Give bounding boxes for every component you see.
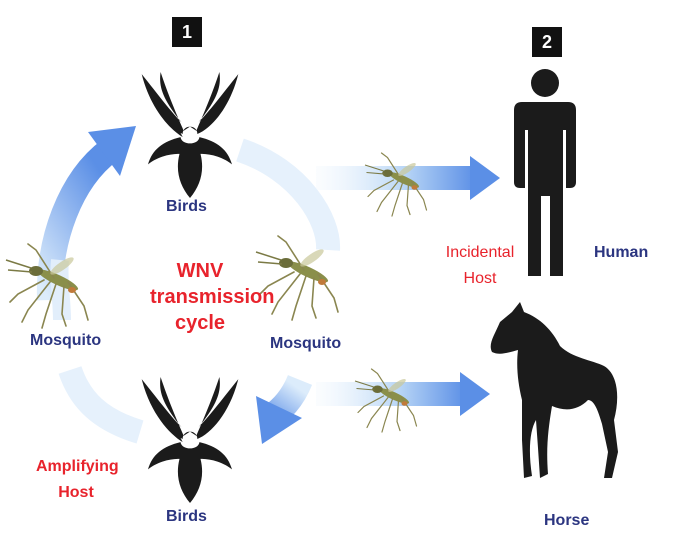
- top-birds-label: Birds: [166, 198, 207, 216]
- horse-icon: [491, 302, 618, 478]
- incidental-line-2: Host: [432, 266, 528, 292]
- arc-bottom-left-faded: [70, 370, 140, 432]
- cycle-title: WNV transmission cycle: [150, 258, 250, 336]
- top-bird-icon: [142, 72, 239, 198]
- cycle-title-line-3: cycle: [150, 310, 250, 336]
- cycle-title-line-1: WNV: [150, 258, 250, 284]
- amplifying-host-label: Amplifying Host: [36, 454, 116, 506]
- bottom-birds-label: Birds: [166, 508, 207, 526]
- arrow-to-horse-head-icon: [460, 372, 490, 416]
- amplifying-line-2: Host: [36, 480, 116, 506]
- left-mosquito-label: Mosquito: [30, 332, 101, 350]
- arc-top-right-faded: [240, 150, 328, 250]
- right-mosquito-label: Mosquito: [270, 335, 341, 353]
- bottom-bird-icon: [142, 377, 239, 503]
- incidental-line-1: Incidental: [432, 240, 528, 266]
- arrow-to-human-head-icon: [470, 156, 500, 200]
- badge-2-label: 2: [532, 27, 562, 57]
- horse-label: Horse: [544, 512, 589, 530]
- badge-1-label: 1: [172, 17, 202, 47]
- human-label: Human: [594, 244, 648, 262]
- incidental-host-label: Incidental Host: [432, 240, 528, 292]
- cycle-title-line-2: transmission: [150, 284, 250, 310]
- amplifying-line-1: Amplifying: [36, 454, 116, 480]
